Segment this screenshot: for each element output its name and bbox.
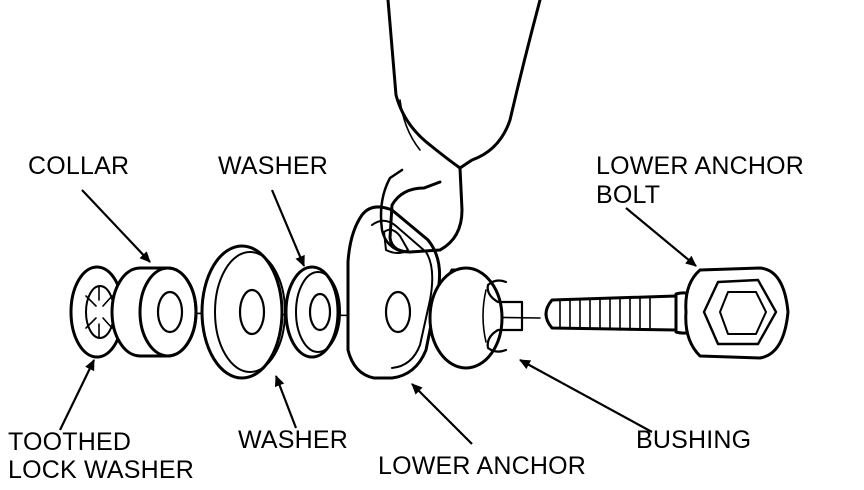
label-washer-bottom: WASHER xyxy=(238,426,349,454)
label-lower-anchor-bolt-line2: BOLT xyxy=(596,181,661,209)
leader-washer-top xyxy=(270,189,306,267)
label-collar: COLLAR xyxy=(28,152,130,180)
hand-illustration xyxy=(379,0,542,254)
label-bushing: BUSHING xyxy=(636,426,752,454)
washer-small-part xyxy=(284,265,341,359)
leader-lower-anchor xyxy=(411,383,473,445)
label-toothed-lock-washer-line2: LOCK WASHER xyxy=(8,456,195,484)
lower-anchor-bolt-part xyxy=(544,266,790,360)
label-lower-anchor: LOWER ANCHOR xyxy=(378,452,586,480)
leader-collar xyxy=(81,189,151,263)
bushing-part xyxy=(428,266,524,370)
lower-anchor-part xyxy=(346,205,442,380)
label-washer-top: WASHER xyxy=(218,152,329,180)
leader-washer-bottom xyxy=(274,375,298,429)
leader-lower-anchor-bolt xyxy=(625,207,697,267)
collar-part xyxy=(110,266,198,358)
leader-toothed-lock-washer xyxy=(59,359,95,431)
washer-large-part xyxy=(200,244,286,380)
leader-bushing xyxy=(519,359,653,433)
label-toothed-lock-washer-line1: TOOTHED xyxy=(8,428,132,456)
label-lower-anchor-bolt-line1: LOWER ANCHOR xyxy=(596,152,804,180)
